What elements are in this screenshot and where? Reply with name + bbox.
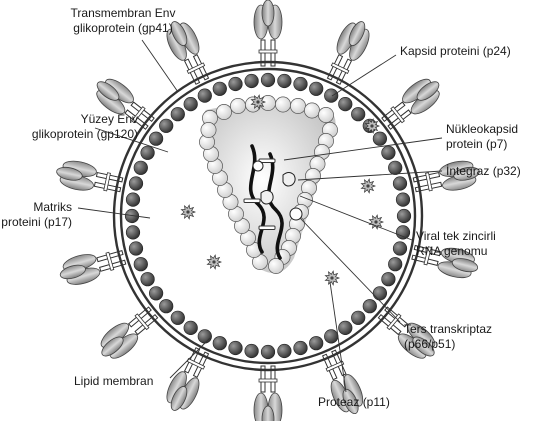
label-p32: İntegraz (p32) <box>446 164 521 179</box>
label-gp41: Transmembran Env glikoprotein (gp41) <box>38 6 208 36</box>
env-spike <box>161 345 215 417</box>
label-rna-genome: Viral tek zincirli RNA genomu <box>416 229 496 259</box>
env-spike <box>94 302 163 366</box>
label-p7: Nükleokapsid protein (p7) <box>446 122 518 152</box>
label-p17: Matriks proteini (p17) <box>0 200 72 230</box>
env-spike <box>254 366 282 421</box>
label-gp120: Yüzey Env glikoprotein (gp120) <box>0 112 138 142</box>
env-spike <box>321 16 375 88</box>
env-spike <box>254 0 282 66</box>
env-spike <box>54 157 124 198</box>
label-p24: Kapsid proteini (p24) <box>400 44 511 59</box>
env-spike <box>378 72 447 135</box>
label-reverse-transcriptase: Ters transkriptaz (p66/p51) <box>404 322 492 352</box>
label-p11: Proteaz (p11) <box>318 395 390 410</box>
label-lipid-membrane: Lipid membran <box>74 374 153 389</box>
